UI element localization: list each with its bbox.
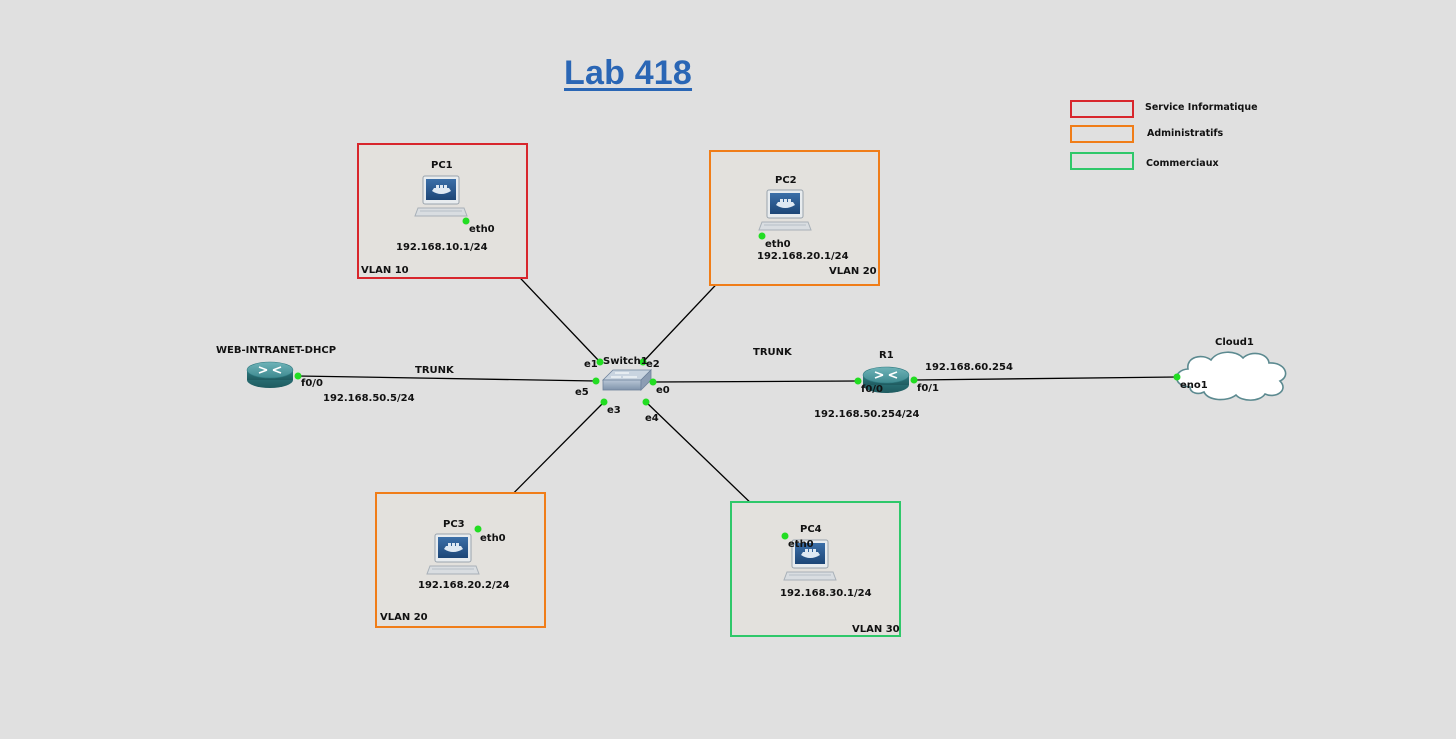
pc4-ip: 192.168.30.1/24: [780, 588, 872, 599]
legend-swatch-service-informatique: [1070, 100, 1134, 118]
r1-iface-in: f0/0: [861, 384, 883, 395]
web-intranet-dhcp-iface: f0/0: [301, 378, 323, 389]
pc1-name: PC1: [431, 160, 453, 171]
port-dot-pc3-eth0[interactable]: [474, 525, 482, 533]
web-intranet-dhcp-router-icon[interactable]: [246, 361, 294, 389]
port-dot-switch-e1[interactable]: [596, 358, 604, 366]
switch1-port-e3: e3: [607, 405, 621, 416]
pc1-iface: eth0: [469, 224, 495, 235]
port-dots: [294, 217, 1181, 540]
vlan10-label: VLAN 10: [361, 265, 409, 276]
vlan30-label: VLAN 30: [852, 624, 900, 635]
port-dot-r1-f0-0[interactable]: [854, 377, 862, 385]
pc2-ip: 192.168.20.1/24: [757, 251, 849, 262]
web-intranet-dhcp-name: WEB-INTRANET-DHCP: [216, 345, 337, 356]
link-label-switch-r1: TRUNK: [753, 347, 792, 358]
r1-ip-out: 192.168.60.254: [925, 362, 1013, 373]
switch1-name: Switch1: [603, 356, 648, 367]
switch1-port-e1: e1: [584, 359, 598, 370]
port-dot-switch-e5[interactable]: [592, 377, 600, 385]
pc4-name: PC4: [800, 524, 822, 535]
legend-label-administratifs: Administratifs: [1147, 128, 1224, 139]
pc2-docker-computer-icon[interactable]: [758, 189, 812, 231]
r1-iface-out: f0/1: [917, 383, 939, 394]
port-dot-pc4-eth0[interactable]: [781, 532, 789, 540]
page-title: Lab 418: [564, 54, 693, 92]
link-label-web-switch: TRUNK: [415, 365, 454, 376]
port-dot-switch-e3[interactable]: [600, 398, 608, 406]
cloud1-cloud-icon[interactable]: [1175, 351, 1287, 401]
switch1-port-e4: e4: [645, 413, 659, 424]
legend-label-service-informatique: Service Informatique: [1145, 102, 1258, 113]
port-dot-switch-e2[interactable]: [639, 358, 647, 366]
link-r1-cloud: [913, 376, 1178, 381]
cloud1-name: Cloud1: [1215, 337, 1254, 348]
vlan20-label-pc3: VLAN 20: [380, 612, 428, 623]
pc3-docker-computer-icon[interactable]: [426, 533, 480, 575]
port-dot-pc1-eth0[interactable]: [462, 217, 470, 225]
legend-label-commerciaux: Commerciaux: [1146, 158, 1219, 169]
pc2-name: PC2: [775, 175, 797, 186]
pc1-ip: 192.168.10.1/24: [396, 242, 488, 253]
port-dot-switch-e4[interactable]: [642, 398, 650, 406]
switch1-switch-icon[interactable]: [602, 369, 652, 391]
r1-ip-in: 192.168.50.254/24: [814, 409, 920, 420]
port-dot-web-f0-0[interactable]: [294, 372, 302, 380]
pc2-iface: eth0: [765, 239, 791, 250]
vlan30-box[interactable]: [730, 501, 901, 637]
port-dot-r1-f0-1[interactable]: [910, 376, 918, 384]
switch1-port-e2: e2: [646, 359, 660, 370]
pc3-name: PC3: [443, 519, 465, 530]
pc4-iface: eth0: [788, 539, 814, 550]
legend-swatch-commerciaux: [1070, 152, 1134, 170]
port-dot-pc2-eth0[interactable]: [758, 232, 766, 240]
r1-name: R1: [879, 350, 894, 361]
vlan20-label-pc2: VLAN 20: [829, 266, 877, 277]
link-web-switch: [297, 375, 597, 382]
pc3-ip: 192.168.20.2/24: [418, 580, 510, 591]
pc3-iface: eth0: [480, 533, 506, 544]
port-dot-switch-e0[interactable]: [649, 378, 657, 386]
port-dot-cloud-eno1[interactable]: [1173, 373, 1181, 381]
web-intranet-dhcp-ip: 192.168.50.5/24: [323, 393, 415, 404]
switch1-port-e5: e5: [575, 387, 589, 398]
link-switch-r1: [652, 380, 859, 383]
pc1-docker-computer-icon[interactable]: [414, 175, 468, 217]
cloud1-iface: eno1: [1180, 380, 1208, 391]
switch1-port-e0: e0: [656, 385, 670, 396]
legend-swatch-administratifs: [1070, 125, 1134, 143]
